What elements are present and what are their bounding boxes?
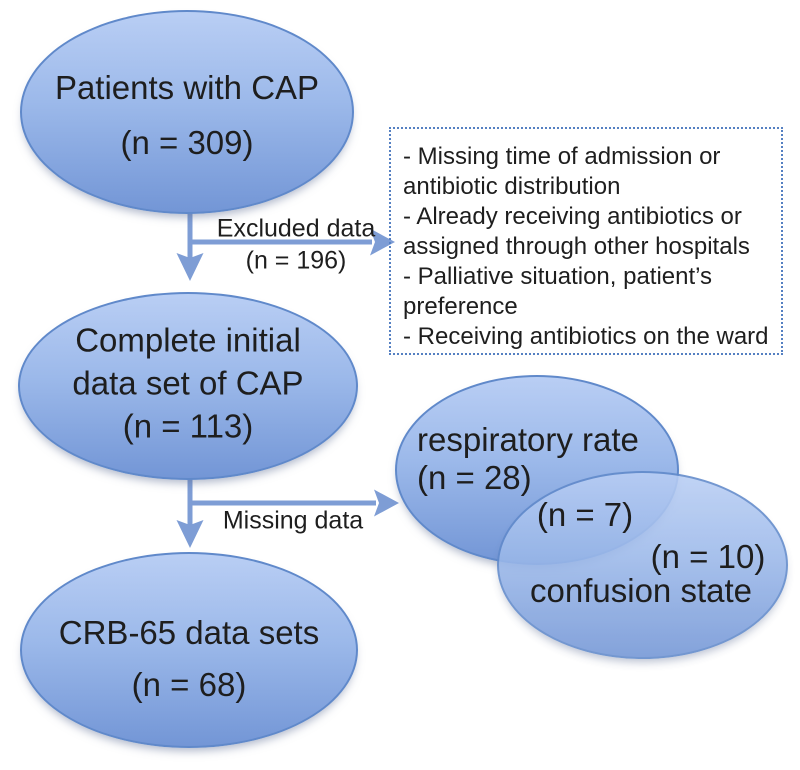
node-crb65-line2: (n = 68): [131, 666, 247, 703]
exclusion-line: - Missing time of admission or: [403, 143, 721, 170]
exclusion-line: - Already receiving antibiotics or: [403, 203, 742, 230]
ellipse-crb65: [20, 552, 358, 748]
exclusion-line: preference: [403, 293, 518, 320]
ellipse-patients: [20, 10, 354, 214]
excluded-data-label: Excluded data: [216, 214, 376, 243]
node-confusion-label: confusion state: [530, 572, 752, 609]
ellipse-confusion: [497, 471, 788, 659]
node-complete-line1: Complete initial: [75, 321, 301, 359]
node-confusion-count: (n = 10): [650, 538, 766, 575]
exclusion-line: - Receiving antibiotics on the ward: [403, 323, 769, 350]
node-patients-label: Patients with CAP (n = 309): [55, 60, 319, 170]
node-patients-line2: (n = 309): [120, 124, 254, 161]
excluded-data-count: (n = 196): [245, 246, 347, 275]
arrow-down-2-head: [176, 520, 204, 548]
exclusion-criteria-box: - Missing time of admission or antibioti…: [389, 127, 783, 355]
exclusion-line: antibiotic distribution: [403, 173, 621, 200]
node-respiratory-line2: (n = 28): [417, 459, 532, 496]
node-respiratory-line1: respiratory rate: [417, 421, 639, 458]
node-respiratory-label: respiratory rate (n = 28): [417, 421, 639, 497]
node-complete-label: Complete initial data set of CAP (n = 11…: [72, 319, 303, 448]
node-crb65-line1: CRB-65 data sets: [58, 614, 320, 651]
node-complete-line3: (n = 113): [122, 407, 254, 445]
arrow-down-1-head: [176, 253, 204, 281]
arrow-right-1-head: [370, 228, 395, 256]
missing-data-label: Missing data: [222, 506, 364, 535]
ellipse-complete: [18, 292, 358, 480]
arrow-right-2-head: [374, 489, 399, 517]
venn-overlap-count: (n = 7): [536, 496, 634, 533]
exclusion-line: assigned through other hospitals: [403, 233, 750, 260]
node-complete-line2: data set of CAP: [72, 364, 304, 402]
exclusion-line: - Palliative situation, patient’s: [403, 263, 713, 290]
node-patients-line1: Patients with CAP: [54, 69, 320, 106]
node-crb65-label: CRB-65 data sets (n = 68): [59, 607, 319, 711]
